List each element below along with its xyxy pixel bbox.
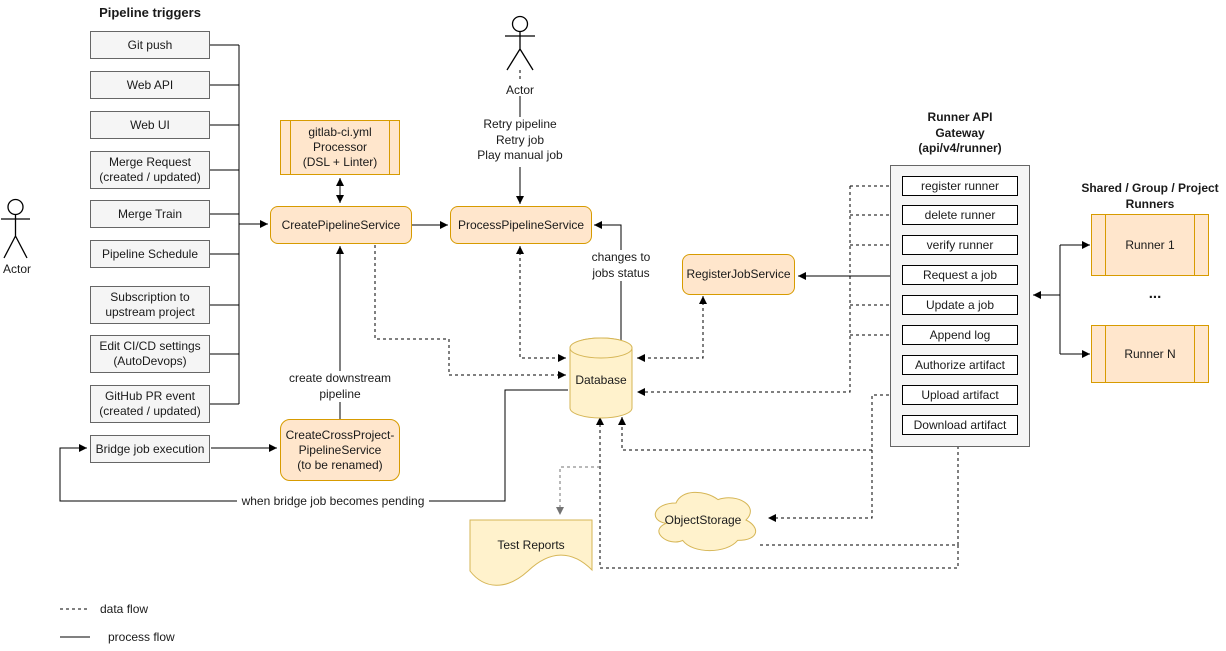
database-label: Database [575,372,627,387]
trigger-merge-request: Merge Request (created / updated) [90,151,210,189]
endpoint-upload-artifact: Upload artifact [902,385,1018,405]
create-pipeline-service-box: CreatePipelineService [270,206,412,244]
pipeline-triggers-header: Pipeline triggers [99,5,201,20]
create-downstream-pipeline-label: create downstream pipeline [282,371,398,403]
runners-header: Shared / Group / Project Runners [1081,181,1219,211]
endpoint-update-a-job: Update a job [902,295,1018,315]
objectstorage-to-download-dashed [760,437,962,546]
endpoint-request-a-job: Request a job [902,265,1018,285]
database-cylinder-shape [569,337,633,419]
database-to-testreports-dashed [556,466,600,515]
changes-to-jobs-status-label: changes to jobs status [585,250,657,282]
object-storage-cloud-shape [654,491,756,551]
process-pipeline-service-box: ProcessPipelineService [450,206,592,244]
test-reports-label: Test Reports [497,537,565,552]
trigger-merge-train: Merge Train [90,200,210,228]
trigger-pipeline-schedule: Pipeline Schedule [90,240,210,268]
create-cross-project-pipeline-service-box: CreateCrossProject- PipelineService (to … [280,419,400,481]
trigger-github-pr-event: GitHub PR event (created / updated) [90,385,210,423]
runner-api-gateway-header: Runner API Gateway (api/v4/runner) [918,110,1002,156]
upload-to-database-dashed [618,417,872,451]
endpoint-append-log: Append log [902,325,1018,345]
trigger-subscription: Subscription to upstream project [90,286,210,324]
actor-left-icon [1,198,30,259]
upload-to-objectstorage-dashed [768,394,901,522]
actor-top-icon [505,15,535,71]
endpoint-delete-runner: delete runner [902,205,1018,225]
registerjob-database-dashed [637,296,707,362]
download-to-database-dashed [596,417,959,569]
runner-n-box: Runner N [1091,325,1209,383]
bridge-job-execution-box: Bridge job execution [90,435,210,463]
register-job-service-box: RegisterJobService [682,254,795,295]
trigger-edit-cicd-settings: Edit CI/CD settings (AutoDevops) [90,335,210,373]
actor-left-label: Actor [2,262,31,276]
createpipeline-to-database-dashed [374,245,566,379]
database-to-processpipeline-arrow [594,221,622,341]
trigger-git-push: Git push [90,31,210,59]
when-bridge-job-pending-label: when bridge job becomes pending [237,494,429,510]
gateway-trunk-to-database-dashed [637,186,851,396]
runner-1-box: Runner 1 [1091,214,1209,276]
data-flow-lines [60,70,962,610]
endpoint-download-artifact: Download artifact [902,415,1018,435]
gateway-endpoint-stubs-dashed [850,185,901,336]
trigger-stub-lines [210,44,239,405]
retry-actions-label: Retry pipeline Retry job Play manual job [455,117,585,164]
processpipeline-database-dashed [516,246,566,362]
endpoint-authorize-artifact: Authorize artifact [902,355,1018,375]
legend-data-flow-label: data flow [100,602,149,616]
endpoint-verify-runner: verify runner [902,235,1018,255]
test-reports-document-shape [469,519,593,586]
object-storage-label: ObjectStorage [664,512,742,527]
endpoint-register-runner: register runner [902,176,1018,196]
trigger-web-api: Web API [90,71,210,99]
gitlab-ci-yml-processor-box: gitlab-ci.yml Processor (DSL + Linter) [280,120,400,175]
runners-ellipsis: ... [1148,285,1162,302]
actor-top-label: Actor [505,83,534,97]
legend-process-flow-label: process flow [108,630,175,644]
trigger-web-ui: Web UI [90,111,210,139]
